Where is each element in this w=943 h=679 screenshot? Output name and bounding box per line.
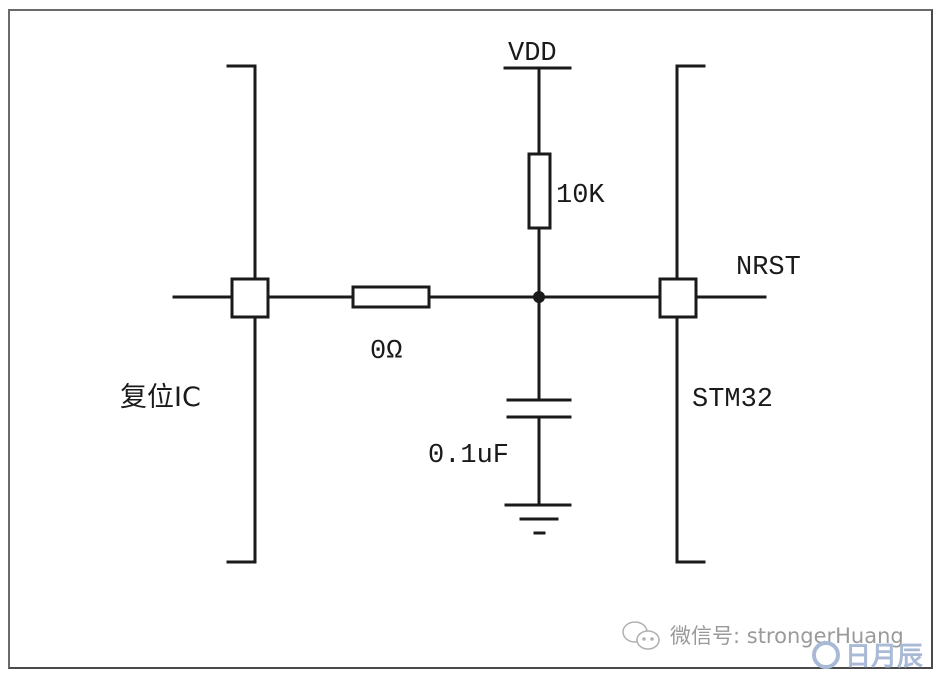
- junction-dot: [533, 291, 545, 303]
- watermark-logo-text: 日月辰: [845, 642, 923, 672]
- watermark-wechat-id: 微信号: strongerHuang: [670, 624, 904, 648]
- reset-ic-pin: [230, 277, 270, 319]
- resistor-0ohm: [351, 285, 431, 309]
- diagram-frame: [8, 9, 933, 669]
- label-nrst: NRST: [736, 253, 801, 283]
- label-0ohm: 0Ω: [370, 337, 402, 367]
- wechat-icon: [622, 621, 660, 650]
- logo-icon: [812, 641, 840, 669]
- label-stm32: STM32: [692, 385, 773, 415]
- label-10k: 10K: [556, 181, 605, 211]
- label-reset-ic: 复位IC: [120, 382, 201, 413]
- label-0-1uf: 0.1uF: [428, 441, 509, 471]
- label-vdd: VDD: [508, 39, 557, 69]
- resistor-10k: [527, 152, 552, 230]
- stm32-nrst-pin: [658, 277, 698, 319]
